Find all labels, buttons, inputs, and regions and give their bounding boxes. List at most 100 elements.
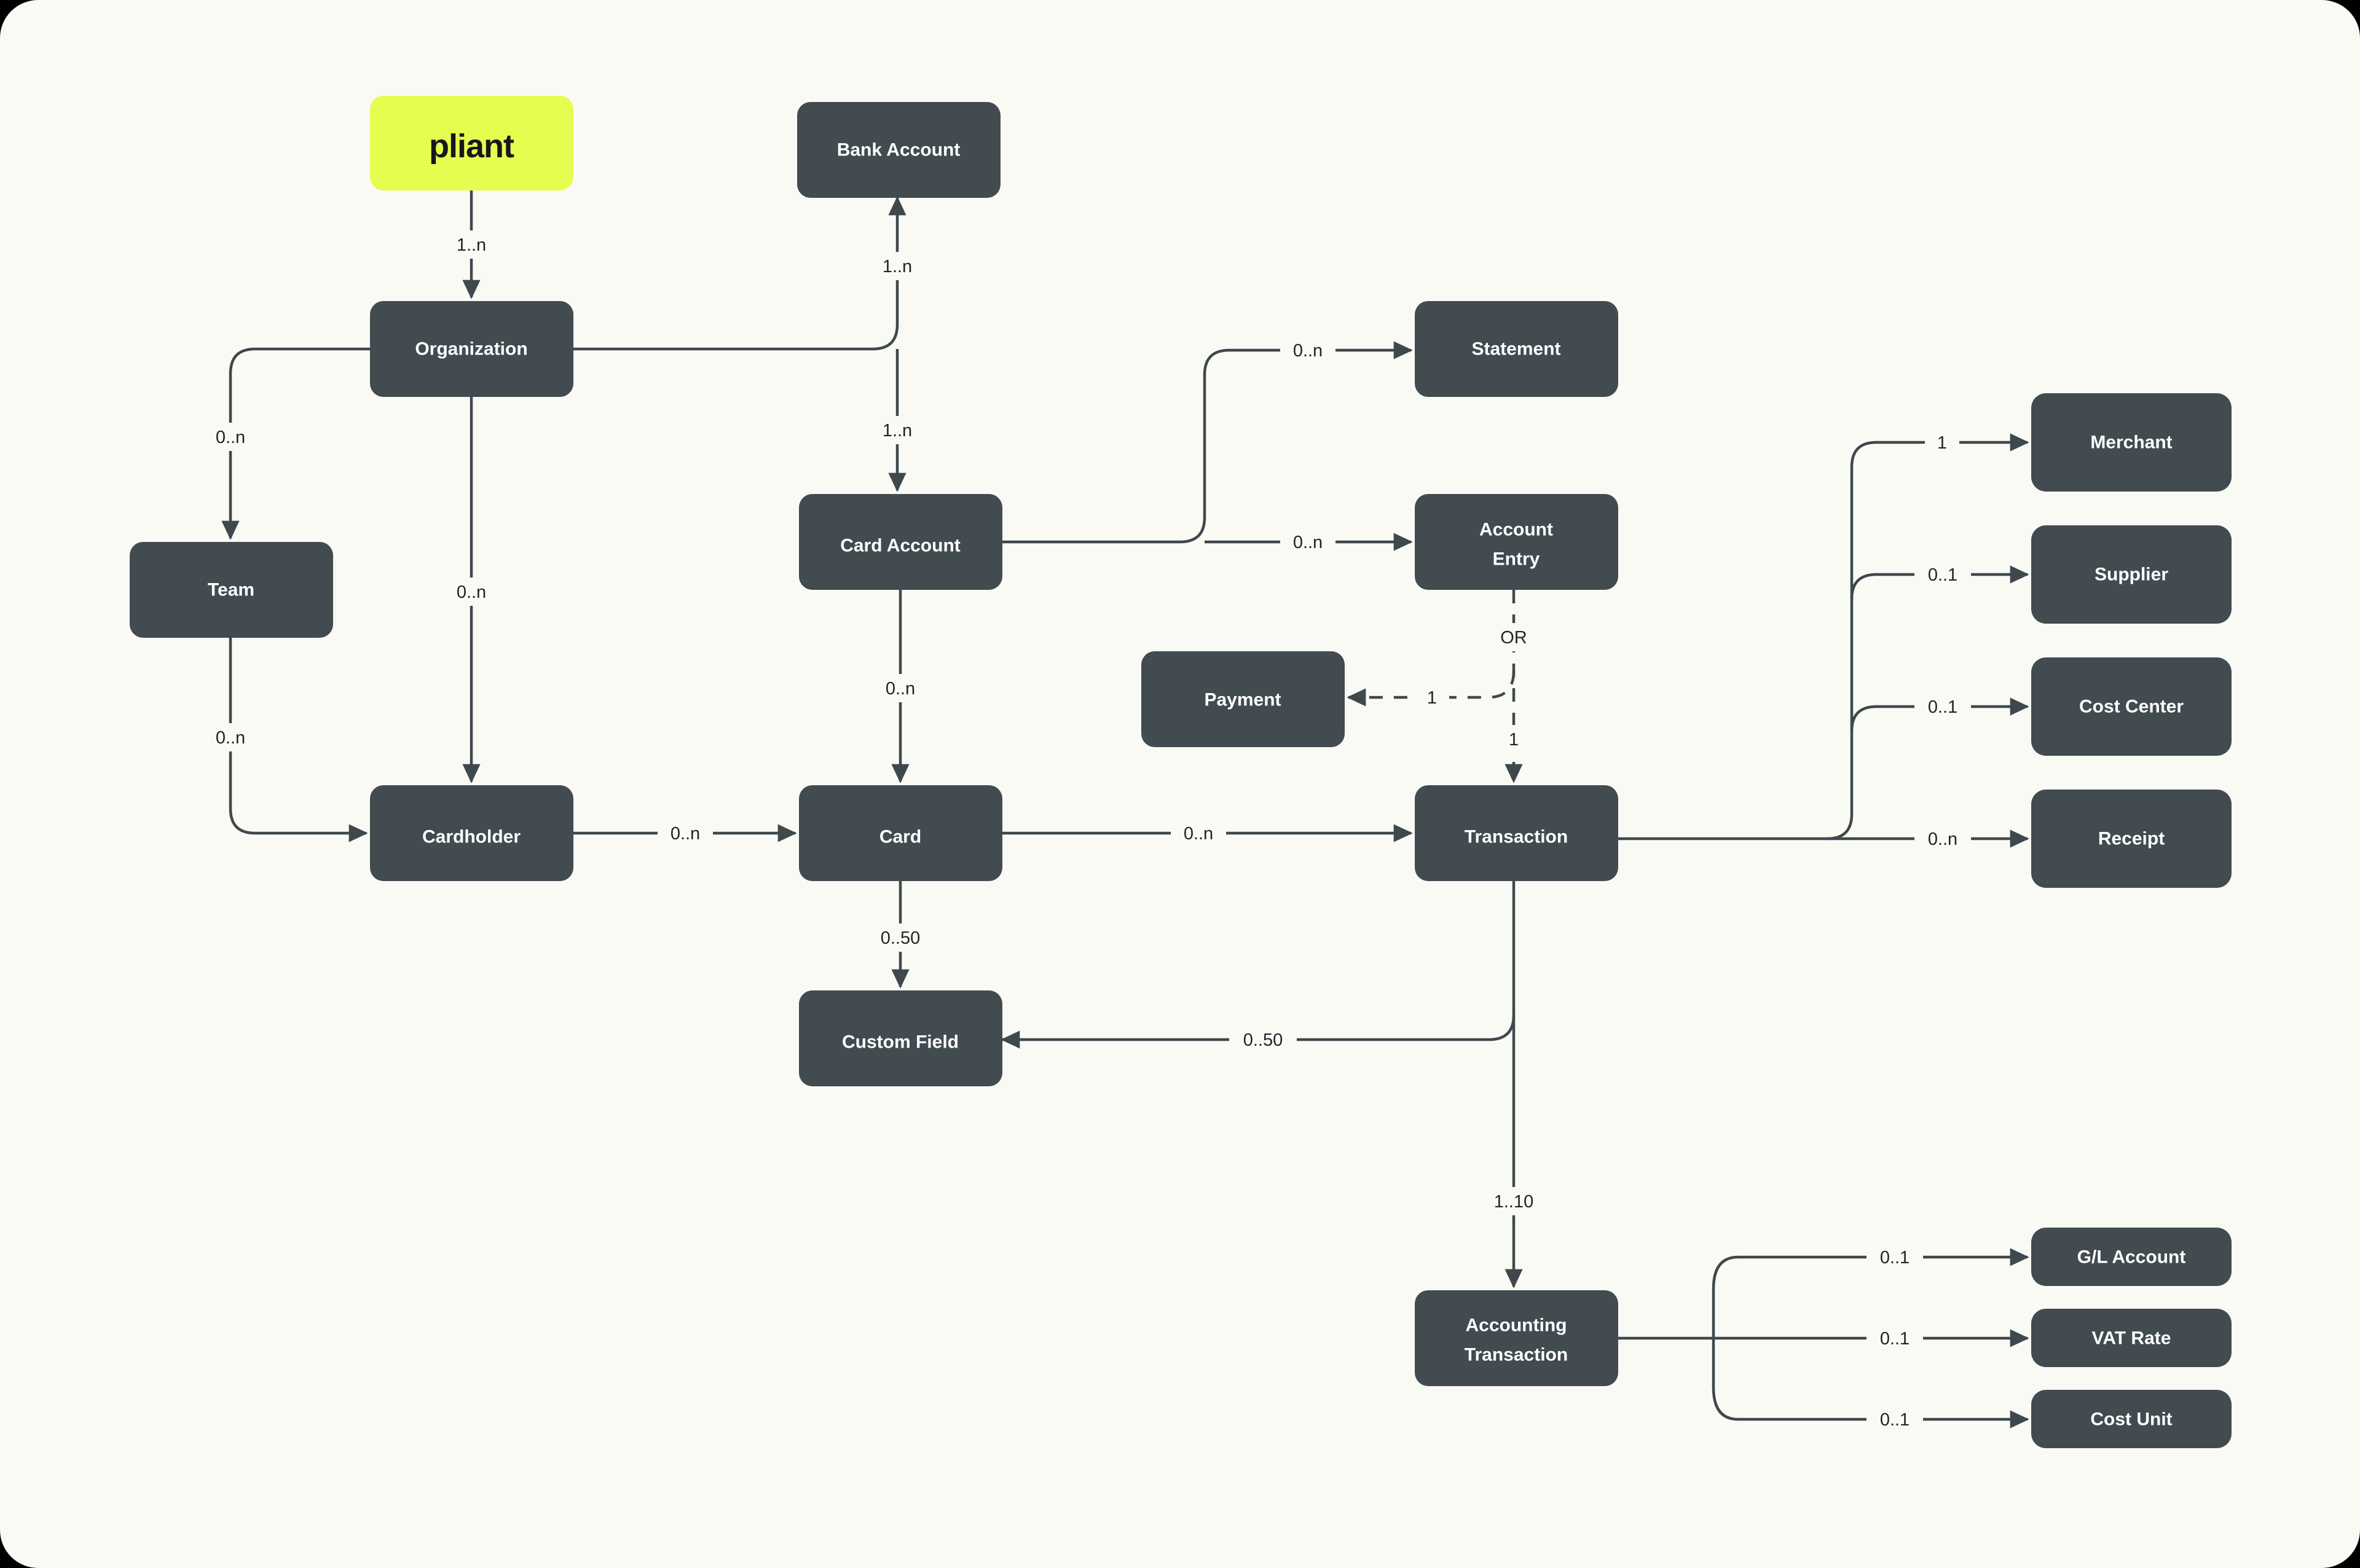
edge-label-transaction-receipt: 0..n [1914, 825, 1971, 853]
node-box[interactable] [2031, 1390, 2232, 1448]
edge-label-accounting-gl-account: 0..1 [1866, 1243, 1923, 1271]
node-label: Cardholder [422, 827, 521, 847]
edge-label-organization-team: 0..n [203, 423, 258, 451]
edge-label-layer: 1..n 1..n 1..n 0..n 0..n 0..n [203, 230, 1971, 1433]
edge-organization-bank-account [573, 196, 907, 351]
edge-transaction-custom-field [1001, 1014, 1516, 1049]
node-label-line-2: Transaction [1465, 1345, 1568, 1365]
edge-label-text: 1..n [883, 421, 912, 441]
edge-label-text: 0..n [1928, 829, 1957, 849]
node-box[interactable] [1415, 1290, 1618, 1386]
node-organization[interactable]: Organization [370, 301, 573, 397]
node-box[interactable] [1415, 785, 1618, 881]
node-box[interactable] [2031, 525, 2232, 624]
node-box[interactable] [370, 301, 573, 397]
node-box[interactable] [799, 785, 1002, 881]
edge-label-text: 1 [1937, 433, 1947, 453]
edge-label-card-custom-field: 0..50 [867, 923, 934, 952]
node-accounting-transaction[interactable]: Accounting Transaction [1415, 1290, 1618, 1386]
edge-label-organization-card-account: 1..n [870, 416, 925, 444]
node-card[interactable]: Card [799, 785, 1002, 881]
node-cost-center[interactable]: Cost Center [2031, 657, 2232, 756]
edge-label-card-account-account-entry: 0..n [1280, 528, 1335, 556]
node-box[interactable] [2031, 1309, 2232, 1367]
node-box[interactable] [1415, 494, 1618, 590]
edge-label-card-account-card: 0..n [873, 674, 928, 702]
edge-label-text: 0..n [216, 428, 245, 447]
node-team[interactable]: Team [130, 542, 333, 638]
node-custom-field[interactable]: Custom Field [799, 990, 1002, 1086]
pliant-logo-badge[interactable] [370, 96, 573, 190]
edge-label-text: 0..1 [1880, 1248, 1910, 1268]
edge-label-team-cardholder: 0..n [203, 723, 258, 751]
edge-label-text: 1 [1427, 688, 1437, 708]
node-payment[interactable]: Payment [1141, 651, 1345, 747]
node-receipt[interactable]: Receipt [2031, 790, 2232, 888]
node-label: Card [879, 827, 921, 847]
node-label: Receipt [2098, 829, 2165, 849]
edge-label-text: 1..n [883, 257, 912, 276]
edge-label-text: 0..n [216, 728, 245, 748]
node-cardholder[interactable]: Cardholder [370, 785, 573, 881]
node-box[interactable] [797, 102, 1001, 198]
node-box[interactable] [2031, 657, 2232, 756]
edge-label-text: OR [1500, 628, 1527, 648]
node-box[interactable] [370, 785, 573, 881]
edge-label-text: 0..n [1184, 824, 1213, 844]
node-label: Transaction [1465, 827, 1568, 847]
edge-label-account-entry-transaction: 1 [1497, 725, 1531, 753]
node-label: Supplier [2094, 565, 2168, 585]
edge-label-text: 1 [1509, 730, 1519, 750]
node-box[interactable] [799, 990, 1002, 1086]
edge-transaction-trunk [1618, 433, 2029, 841]
edge-label-organization-cardholder: 0..n [444, 578, 499, 606]
node-label: Payment [1204, 690, 1281, 710]
edge-transaction-supplier [1850, 565, 2029, 600]
node-label: Merchant [2090, 433, 2172, 453]
edge-label-text: 0..1 [1880, 1410, 1910, 1430]
edge-team-cardholder [229, 638, 368, 842]
node-vat-rate[interactable]: VAT Rate [2031, 1309, 2232, 1367]
node-label: Cost Unit [2090, 1409, 2172, 1430]
edge-accounting-cost-unit [1712, 1338, 2029, 1429]
node-cost-unit[interactable]: Cost Unit [2031, 1390, 2232, 1448]
edge-label-transaction-cost-center: 0..1 [1914, 692, 1971, 721]
node-box[interactable] [130, 542, 333, 638]
node-box[interactable] [2031, 1228, 2232, 1286]
edge-label-text: 0..n [671, 824, 700, 844]
edge-card-account-statement [1002, 341, 1413, 544]
node-label: Custom Field [842, 1032, 959, 1053]
node-transaction[interactable]: Transaction [1415, 785, 1618, 881]
node-account-entry[interactable]: Account Entry [1415, 494, 1618, 590]
node-merchant[interactable]: Merchant [2031, 393, 2232, 492]
node-label: Bank Account [837, 140, 961, 160]
edge-label-text: 0..50 [1243, 1030, 1283, 1050]
node-box[interactable] [799, 494, 1002, 590]
node-bank-account[interactable]: Bank Account [797, 102, 1001, 198]
node-statement[interactable]: Statement [1415, 301, 1618, 397]
node-label: Team [208, 580, 254, 600]
edge-label-accounting-cost-unit: 0..1 [1866, 1405, 1923, 1433]
node-label: VAT Rate [2092, 1328, 2171, 1349]
node-box[interactable] [2031, 790, 2232, 888]
edge-label-account-entry-payment: 1 [1415, 683, 1449, 711]
node-label: Organization [415, 339, 527, 359]
node-gl-account[interactable]: G/L Account [2031, 1228, 2232, 1286]
edge-label-text: 0..n [1293, 533, 1323, 552]
edge-label-text: 0..1 [1880, 1329, 1910, 1349]
node-pliant-brand[interactable]: pliant [370, 96, 573, 190]
node-supplier[interactable]: Supplier [2031, 525, 2232, 624]
node-label: Statement [1471, 339, 1560, 359]
node-box[interactable] [2031, 393, 2232, 492]
node-box[interactable] [1141, 651, 1345, 747]
edge-label-text: 0..50 [881, 928, 921, 948]
pliant-wordmark: pliant [429, 128, 514, 165]
edge-label-text: 0..1 [1928, 697, 1957, 717]
node-card-account[interactable]: Card Account [799, 494, 1002, 590]
node-box[interactable] [1415, 301, 1618, 397]
node-label: Card Account [840, 536, 961, 556]
edge-label-pliant-organization: 1..n [444, 230, 499, 259]
edge-label-transaction-supplier: 0..1 [1914, 560, 1971, 589]
